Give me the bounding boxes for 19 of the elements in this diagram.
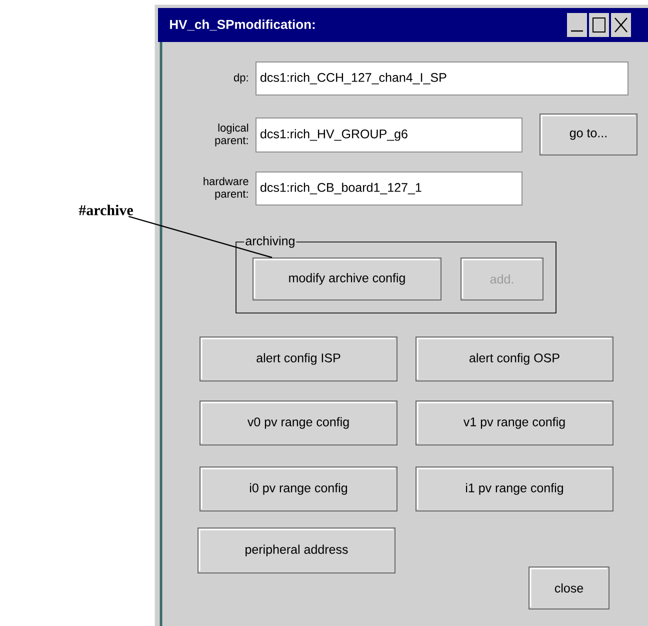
push-button: peripheral address bbox=[198, 527, 396, 574]
push-button: v0 pv range config bbox=[200, 400, 398, 446]
text-field: dcs1:rich_CCH_127_chan4_I_SP bbox=[256, 62, 628, 96]
text-field: dcs1:rich_CB_board1_127_1 bbox=[256, 172, 522, 206]
text-field: dcs1:rich_HV_GROUP_g6 bbox=[256, 118, 522, 152]
field-label: dp: bbox=[234, 73, 248, 84]
disabled-button: add. bbox=[460, 258, 544, 300]
push-button: v1 pv range config bbox=[416, 400, 614, 446]
callout-text: #archive bbox=[78, 204, 133, 216]
field-label: hardware parent: bbox=[204, 177, 248, 200]
field-label: logical parent: bbox=[215, 124, 248, 146]
leader-line bbox=[128, 216, 272, 258]
push-button: alert config OSP bbox=[416, 336, 614, 382]
push-button: modify archive config bbox=[252, 258, 442, 300]
push-button: i1 pv range config bbox=[416, 466, 614, 512]
push-button: close bbox=[528, 566, 610, 610]
push-button: alert config ISP bbox=[200, 336, 398, 382]
push-button: i0 pv range config bbox=[200, 466, 398, 512]
push-button: go to... bbox=[540, 114, 638, 156]
